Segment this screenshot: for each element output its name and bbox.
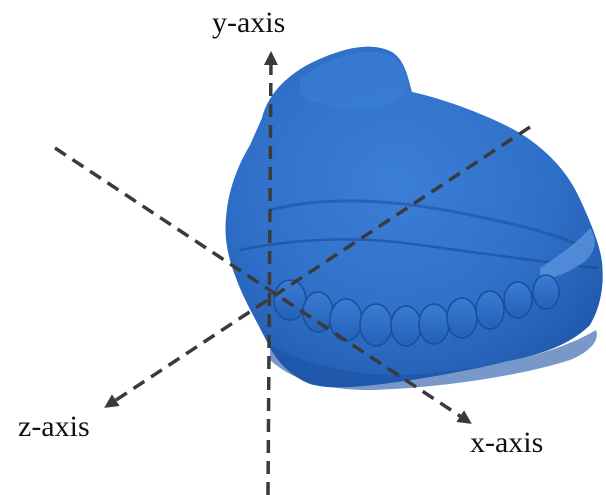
z-axis-label: z-axis xyxy=(18,412,90,442)
y-axis-label: y-axis xyxy=(212,8,285,38)
x-axis-label: x-axis xyxy=(470,428,543,458)
dental-arch-model xyxy=(225,47,602,390)
